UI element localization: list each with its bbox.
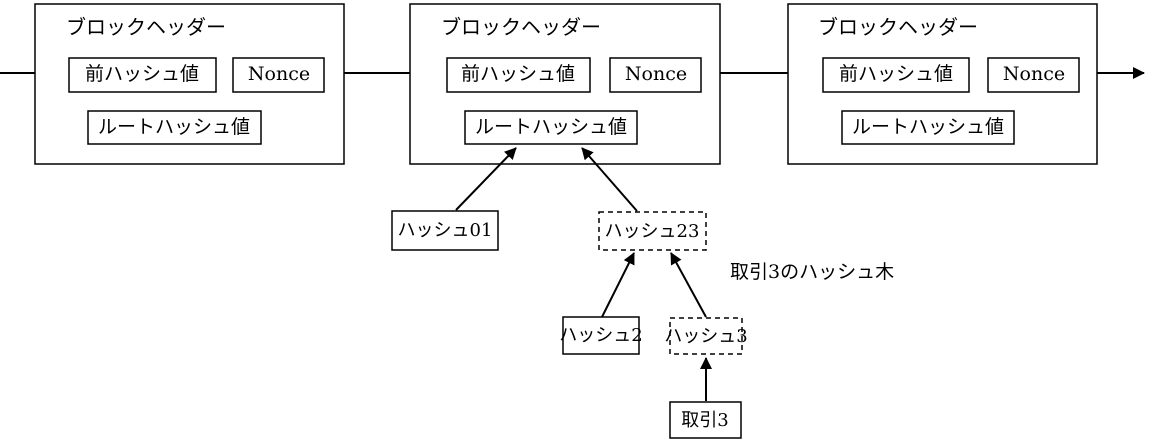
hash2-label: ハッシュ2: [559, 325, 642, 346]
root-hash-label: ルートハッシュ値: [852, 116, 1004, 138]
root-hash-box: [87, 110, 262, 145]
block-header-1: ブロックヘッダー 前ハッシュ値 Nonce ルートハッシュ値: [34, 3, 345, 165]
block-header-title: ブロックヘッダー: [66, 15, 226, 39]
nonce-box: [232, 57, 325, 93]
block-header-3: ブロックヘッダー 前ハッシュ値 Nonce ルートハッシュ値: [787, 3, 1098, 165]
tx3-label: 取引3: [681, 410, 728, 431]
hash23-box: [598, 211, 707, 251]
hash01-box: [391, 210, 499, 251]
hash2-node: ハッシュ2: [559, 316, 643, 355]
prev-hash-box: [822, 57, 970, 93]
arrow-hash01-to-root: [455, 147, 517, 211]
root-hash-box: [464, 110, 638, 145]
hash01-node: ハッシュ01: [391, 210, 499, 251]
nonce-label: Nonce: [248, 63, 310, 85]
prev-hash-label: 前ハッシュ値: [839, 63, 953, 85]
root-hash-label: ルートハッシュ値: [475, 116, 627, 138]
arrow-hash3-to-hash23: [670, 252, 707, 318]
arrow-hash2-to-hash23: [601, 252, 635, 318]
root-hash-box: [841, 110, 1015, 145]
prev-hash-box: [68, 57, 217, 93]
block-header-2: ブロックヘッダー 前ハッシュ値 Nonce ルートハッシュ値: [409, 3, 721, 165]
nonce-label: Nonce: [625, 63, 687, 85]
prev-hash-label: 前ハッシュ値: [85, 63, 199, 85]
block-header-title: ブロックヘッダー: [818, 15, 978, 39]
tx3-node: 取引3: [669, 401, 742, 439]
arrow-hash23-to-root: [581, 147, 638, 212]
hash23-label: ハッシュ23: [605, 221, 700, 242]
nonce-box: [609, 57, 702, 93]
hash3-node: ハッシュ3: [664, 317, 748, 355]
tx3-box: [669, 401, 742, 439]
nonce-label: Nonce: [1003, 63, 1065, 85]
block-header-title: ブロックヘッダー: [441, 15, 601, 39]
hash01-label: ハッシュ01: [398, 220, 493, 241]
hash23-node: ハッシュ23: [598, 211, 707, 251]
prev-hash-label: 前ハッシュ値: [461, 63, 575, 85]
hash3-box: [669, 317, 743, 355]
hash2-box: [562, 316, 640, 355]
tx3-merkle-annotation: 取引3のハッシュ木: [730, 261, 894, 283]
nonce-box: [987, 57, 1080, 93]
root-hash-label: ルートハッシュ値: [98, 116, 250, 138]
prev-hash-box: [446, 57, 591, 93]
hash3-label: ハッシュ3: [664, 326, 747, 347]
